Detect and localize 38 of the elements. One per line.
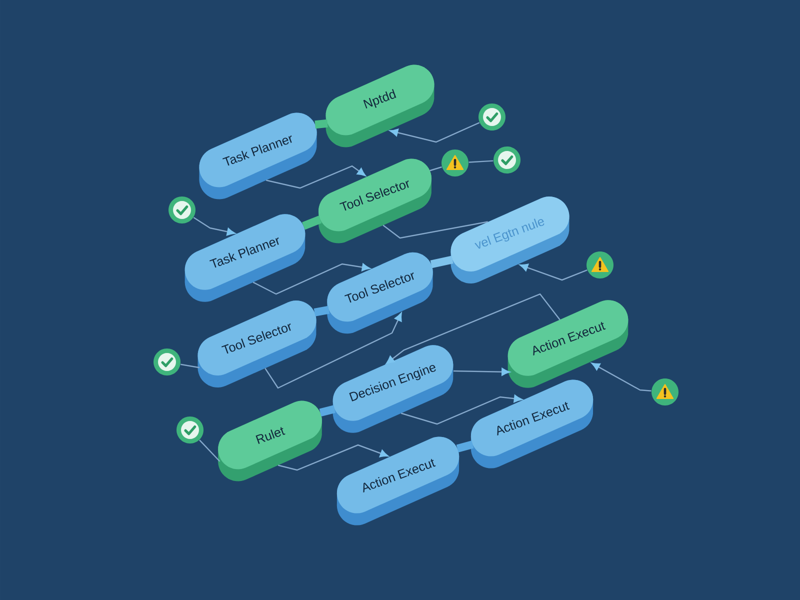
box-label: Rulet [256,427,286,444]
connector-bar [302,216,322,230]
arrow [264,312,402,389]
connector-line [430,166,442,172]
connector-bar [319,405,336,417]
warning-icon [586,252,614,278]
connector-line [180,364,200,368]
box-label: Nptdd [363,88,396,108]
arrow [252,263,370,295]
arrow [400,394,522,425]
connector-bar [314,119,328,129]
box-label: Action Execut [497,402,570,436]
arrow [266,165,366,189]
arrow [193,216,236,236]
connector-bar [314,306,330,316]
arrow [278,444,388,471]
arrow [591,362,652,392]
warning-icon [652,378,678,406]
connector-line [468,160,494,163]
warning-icon [442,150,468,176]
arrow [390,122,480,143]
check-icon [494,146,520,174]
arrow [453,368,510,376]
arrow [386,293,560,364]
check-icon [168,196,196,224]
box-label: Task Planner [209,237,279,268]
check-icon [478,104,506,130]
connector-line [382,221,488,239]
box-label: Action Execut [533,322,606,356]
box-label: Action Execut [363,458,436,492]
check-icon [176,416,204,444]
box-label: vel Egtn nule [474,218,544,249]
arrow [520,264,588,281]
connector-line [199,440,220,462]
connector-bar [430,256,454,268]
connector-bar [456,440,474,452]
check-icon [154,348,180,376]
box-label: Task Planner [222,135,292,166]
